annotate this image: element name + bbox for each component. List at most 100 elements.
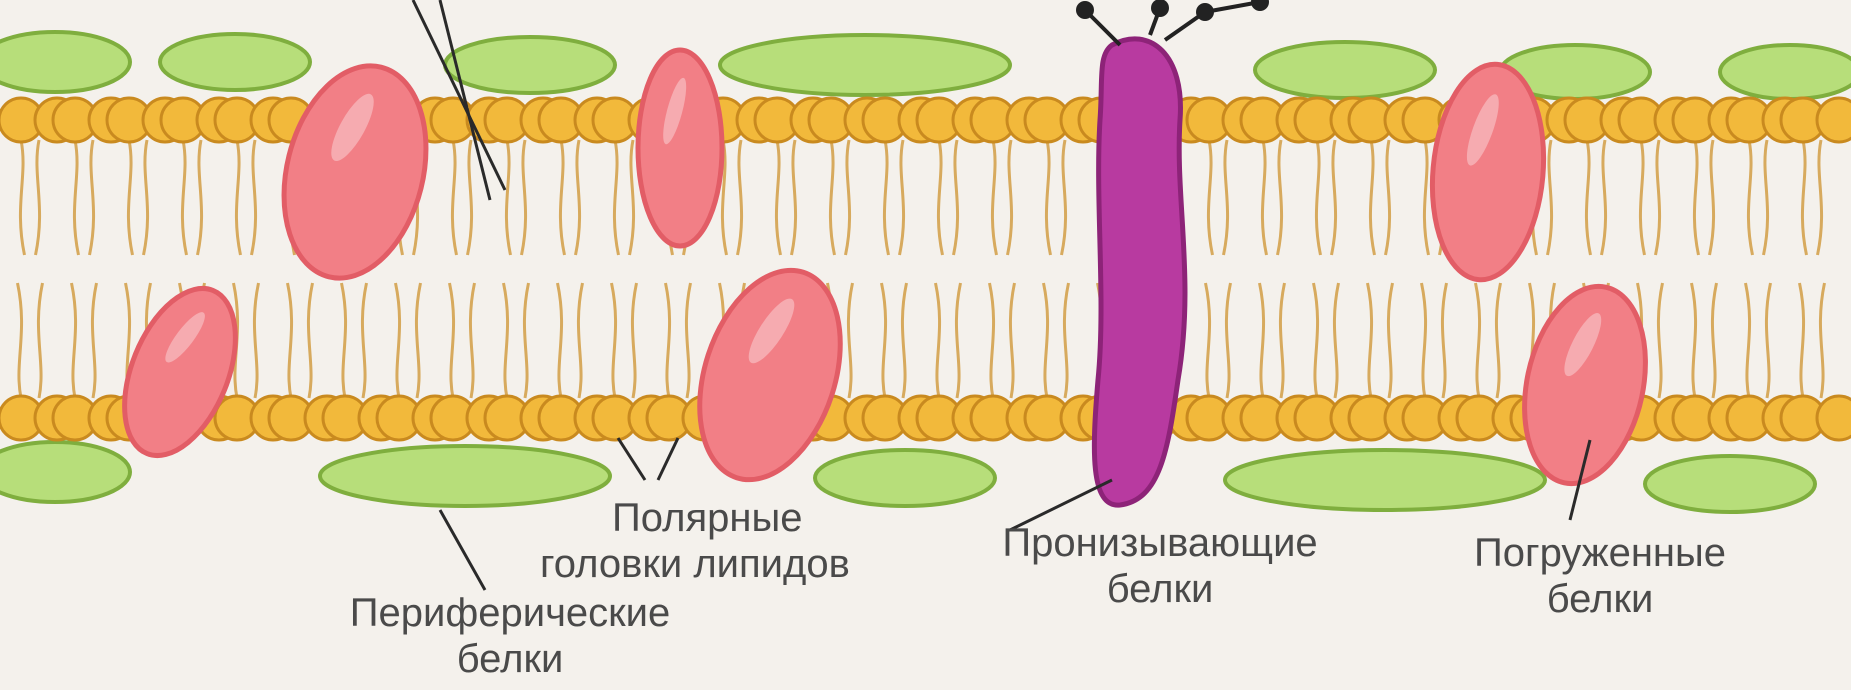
lipid-tail [506, 140, 510, 255]
carbohydrate-unit [1076, 1, 1094, 19]
lipid-tail [1422, 283, 1426, 398]
lipid-tail [738, 140, 742, 255]
lipid-tail [1602, 140, 1606, 255]
lipid-tail [902, 283, 906, 398]
label-embedded-line1: Погруженные [1440, 530, 1760, 576]
lipid-tail [1746, 283, 1750, 398]
lipid-tail [1008, 140, 1012, 255]
leader-line [440, 510, 485, 590]
peripheral-protein [0, 442, 130, 502]
lipid-tail [1800, 283, 1804, 398]
lipid-tail [578, 283, 582, 398]
lipid-tail [1802, 140, 1806, 255]
lipid-tail [1710, 140, 1714, 255]
carbohydrate-unit [1151, 0, 1169, 17]
lipid-tail [614, 140, 618, 255]
lipid-tail [1818, 140, 1822, 255]
lipid-head [1817, 396, 1851, 440]
lipid-tail [1316, 140, 1320, 255]
lipid-tail [182, 140, 186, 255]
lipid-tail [632, 283, 636, 398]
lipid-tail [666, 283, 670, 398]
lipid-tail [128, 140, 132, 255]
peripheral-protein [720, 35, 1010, 95]
lipid-tail [198, 140, 202, 255]
carbohydrate-unit [1251, 0, 1269, 11]
lipid-tail [1658, 283, 1662, 398]
lipid-tail [450, 283, 454, 398]
lipid-tail [956, 283, 960, 398]
lipid-tail [1334, 283, 1338, 398]
peripheral-protein [1720, 45, 1851, 99]
lipid-tail [1064, 283, 1068, 398]
leader-line [658, 438, 678, 480]
label-polar-heads-line2: головки липидов [540, 541, 940, 587]
label-peripheral-line2: белки [300, 636, 720, 682]
lipid-tail [936, 283, 940, 398]
lipid-tail [1386, 140, 1390, 255]
lipid-tail [1208, 140, 1212, 255]
lipid-tail [1766, 283, 1770, 398]
lipid-tail [18, 283, 22, 398]
lipid-tail [558, 283, 562, 398]
lipid-tail [1062, 140, 1066, 255]
lipid-tail [1224, 140, 1228, 255]
lipid-tail [90, 140, 94, 255]
lipid-tail [1388, 283, 1392, 398]
label-transmembrane-line1: Пронизывающие [960, 520, 1360, 566]
embedded-protein [638, 50, 722, 246]
lipid-tail [524, 283, 528, 398]
peripheral-protein [1255, 42, 1435, 98]
lipid-tail [938, 140, 942, 255]
lipid-tail [612, 283, 616, 398]
lipid-tail [792, 140, 796, 255]
lipid-tail [848, 283, 852, 398]
lipid-tail [236, 140, 240, 255]
lipid-tail [1044, 283, 1048, 398]
lipid-tail [1694, 140, 1698, 255]
lipid-tail [38, 283, 42, 398]
lipid-tail [954, 140, 958, 255]
lipid-tail [1640, 140, 1644, 255]
embedded-protein [263, 51, 447, 293]
lipid-tail [992, 140, 996, 255]
lipid-tail [1586, 140, 1590, 255]
lipid-tail [882, 283, 886, 398]
lipid-tail [1656, 140, 1660, 255]
lipid-tail [686, 283, 690, 398]
lipid-tail [1442, 283, 1446, 398]
lipid-tail [630, 140, 634, 255]
lipid-tail [1496, 283, 1500, 398]
label-peripheral-proteins: Периферические белки [300, 590, 720, 682]
lipid-tail [504, 283, 508, 398]
lipid-tail [1046, 140, 1050, 255]
peripheral-protein [160, 34, 310, 90]
lipid-tail [74, 140, 78, 255]
lipid-tail [576, 140, 580, 255]
lipid-tail [254, 283, 258, 398]
lipid-tail [1368, 283, 1372, 398]
lipid-tail [452, 140, 456, 255]
lipid-tail [1278, 140, 1282, 255]
label-embedded-line2: белки [1440, 576, 1760, 622]
embedded-protein [1424, 60, 1552, 285]
lipid-tail [1548, 140, 1552, 255]
lipid-tail [342, 283, 346, 398]
lipid-tail [416, 283, 420, 398]
peripheral-protein [445, 37, 615, 93]
label-polar-heads: Полярные головки липидов [540, 495, 940, 587]
lipid-tail [288, 283, 292, 398]
transmembrane-protein-body [1094, 39, 1185, 505]
lipid-tail [20, 140, 24, 255]
lipid-tail [1712, 283, 1716, 398]
lipid-tail [1748, 140, 1752, 255]
lipid-tail [468, 140, 472, 255]
lipid-tail [1206, 283, 1210, 398]
lipid-tail [1370, 140, 1374, 255]
leader-line [618, 438, 645, 480]
lipid-tail [560, 140, 564, 255]
lipid-tail [1262, 140, 1266, 255]
lipid-tail [1820, 283, 1824, 398]
lipid-head [1817, 98, 1851, 142]
